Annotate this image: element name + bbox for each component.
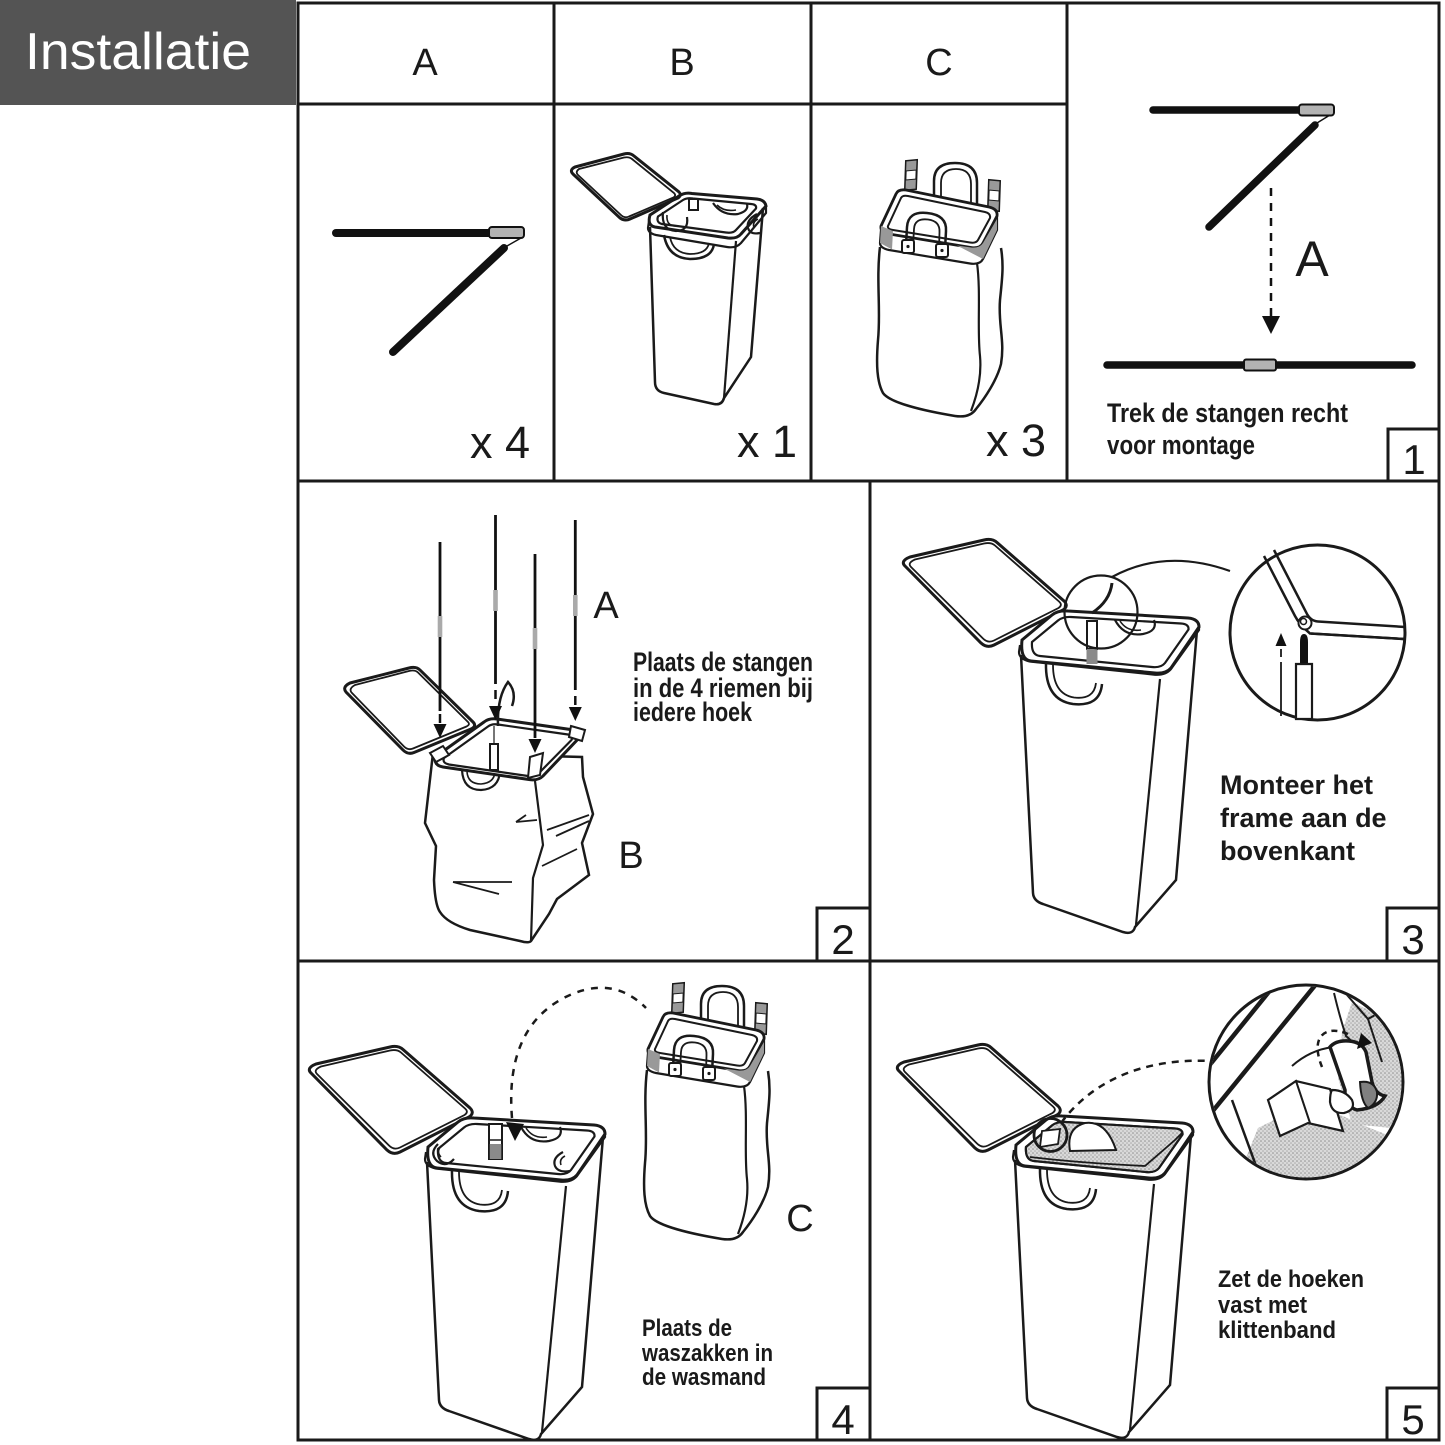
svg-text:vast met: vast met: [1218, 1292, 1307, 1319]
svg-text:A: A: [593, 585, 619, 627]
svg-text:1: 1: [1402, 436, 1425, 483]
svg-text:A: A: [412, 42, 438, 84]
svg-text:x 4: x 4: [470, 417, 530, 468]
svg-text:Trek de stangen recht: Trek de stangen recht: [1107, 398, 1348, 428]
svg-text:5: 5: [1401, 1396, 1424, 1443]
svg-text:3: 3: [1401, 916, 1424, 963]
svg-text:de wasmand: de wasmand: [642, 1364, 766, 1391]
svg-text:klittenband: klittenband: [1218, 1317, 1336, 1344]
svg-text:in de 4 riemen bij: in de 4 riemen bij: [633, 673, 813, 703]
svg-text:B: B: [669, 42, 694, 84]
svg-text:iedere hoek: iedere hoek: [633, 697, 753, 727]
svg-text:A: A: [1295, 231, 1329, 287]
svg-text:Monteer het: Monteer het: [1220, 770, 1373, 800]
svg-text:4: 4: [831, 1396, 854, 1443]
svg-text:x 1: x 1: [737, 416, 797, 467]
svg-text:frame aan de: frame aan de: [1220, 803, 1387, 833]
svg-text:C: C: [925, 42, 952, 84]
svg-text:Zet de hoeken: Zet de hoeken: [1218, 1266, 1364, 1293]
svg-text:Installatie: Installatie: [25, 23, 251, 81]
svg-text:Plaats de stangen: Plaats de stangen: [633, 647, 813, 677]
svg-text:waszakken in: waszakken in: [641, 1340, 773, 1367]
svg-text:C: C: [786, 1198, 813, 1240]
svg-text:Plaats de: Plaats de: [642, 1315, 732, 1342]
svg-text:x 3: x 3: [986, 415, 1046, 466]
svg-text:voor montage: voor montage: [1107, 430, 1255, 460]
svg-text:2: 2: [831, 916, 854, 963]
svg-text:bovenkant: bovenkant: [1220, 836, 1355, 866]
svg-text:B: B: [618, 835, 643, 877]
